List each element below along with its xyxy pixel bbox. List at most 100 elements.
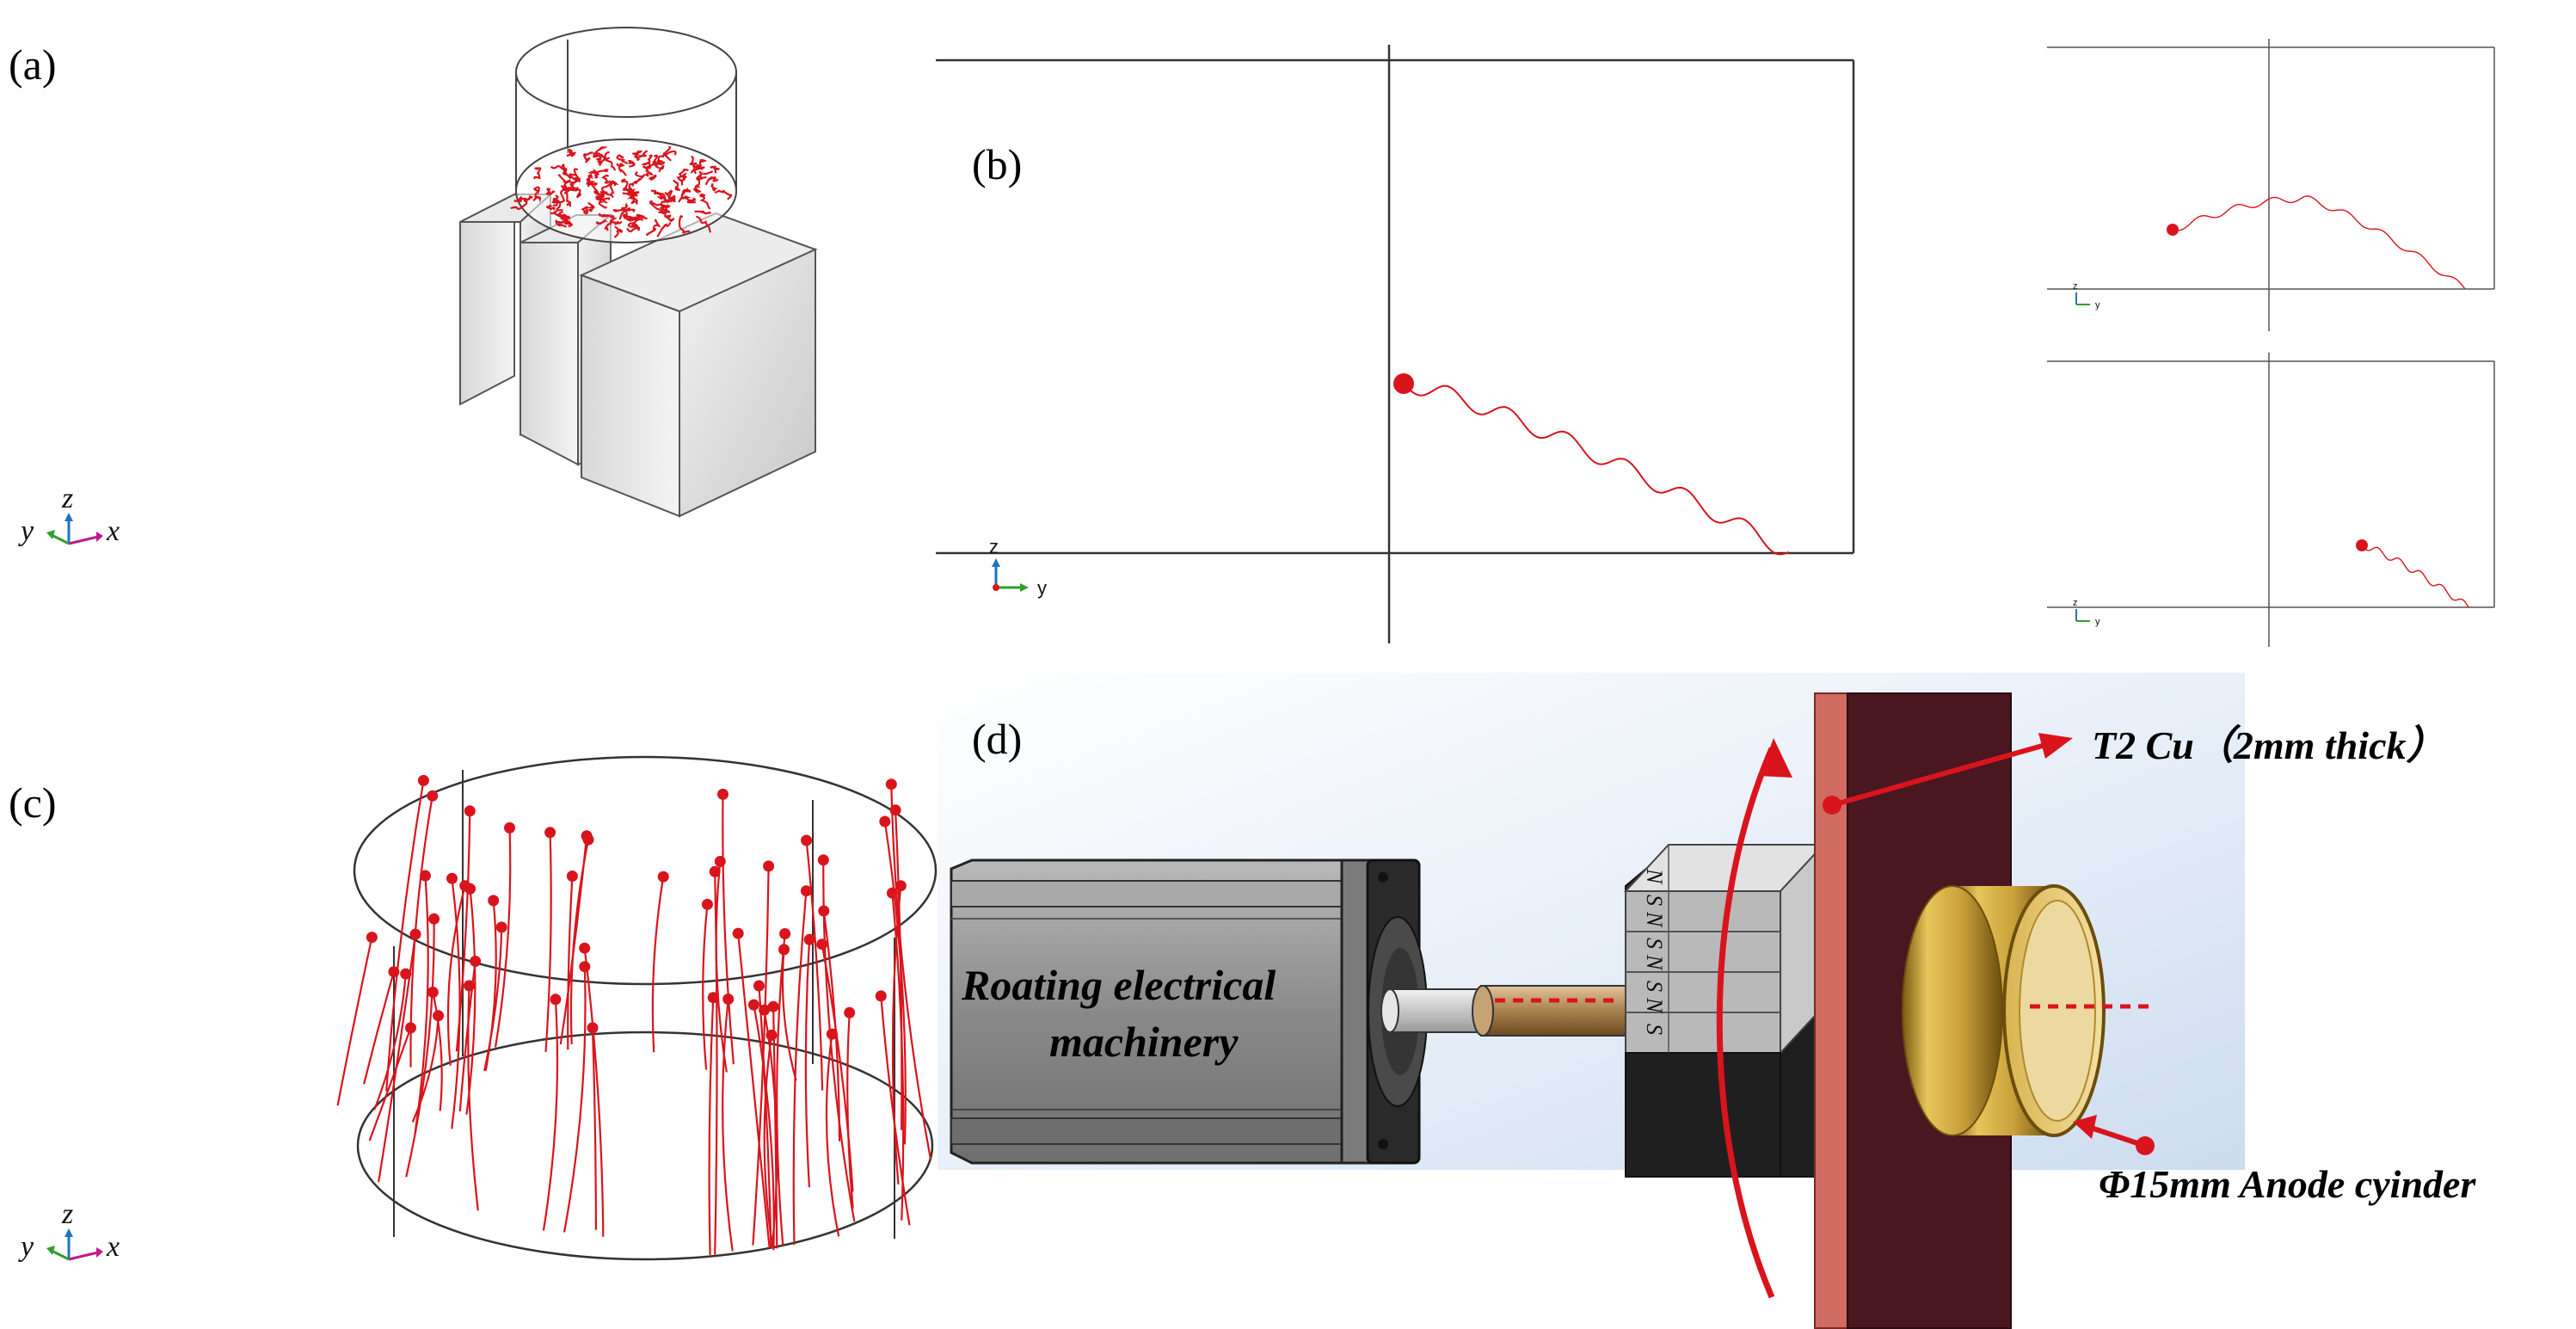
panel-a-trajectories <box>510 145 733 238</box>
panel-c-trajectory <box>714 871 718 1255</box>
panel-c-axis-x: x <box>106 1231 120 1263</box>
panel-c-trajectory <box>563 966 587 1233</box>
panel-b: (b) z y z y <box>936 39 2495 647</box>
panel-label-d: (d) <box>972 715 1022 763</box>
panel-a-trajectory-loop <box>678 215 691 234</box>
panel-a-trajectory-loop <box>557 184 566 204</box>
panel-a-trajectory-loop <box>608 180 619 199</box>
panel-c-trajectory <box>880 995 911 1226</box>
motor: Roating electrical machinery <box>950 858 1428 1165</box>
panel-c-trajectory <box>544 832 552 1052</box>
panel-c-trajectory <box>432 992 443 1111</box>
rotation-arrow <box>1716 747 1775 1299</box>
panel-a-trajectory-loop <box>532 191 542 203</box>
panel-c-trajectory <box>451 878 461 1129</box>
panel-c-trajectory <box>378 933 417 1183</box>
panel-c-trajectory <box>805 840 824 1091</box>
panel-c-trajectory-start-dot <box>895 880 907 892</box>
panel-c-trajectory-start-dot <box>717 788 729 800</box>
panel-c-trajectory-start-dot <box>464 883 476 895</box>
panel-a-trajectory-loop <box>678 188 692 203</box>
magnet-letter-7: N <box>1642 997 1667 1014</box>
panel-c-trajectory <box>763 1035 773 1241</box>
panel-a-trajectory-loop <box>589 181 601 196</box>
panel-a-trajectory-loop <box>664 189 673 204</box>
panel-c-trajectory <box>467 985 479 1211</box>
magnet-letter-2: S <box>1642 895 1667 906</box>
panel-c-trajectory-start-dot <box>579 961 591 973</box>
panel-c-trajectory <box>822 859 856 1222</box>
panel-a-trajectory-loop <box>662 150 677 162</box>
panel-a-trajectory-loop <box>616 163 627 176</box>
panel-c-axis-triad: z y x <box>18 1198 120 1263</box>
panel-a-trajectory-loop <box>546 204 556 211</box>
panel-b-inset-bottom-trajectory <box>2361 545 2469 608</box>
panel-c-trajectory <box>368 1027 412 1141</box>
panel-b-inset-top-axis-triad: z y <box>2073 281 2100 311</box>
magnet-letter-5: N <box>1642 954 1667 971</box>
panel-c-trajectory <box>890 784 932 1161</box>
panel-c-trajectory <box>772 1006 778 1249</box>
panel-c-trajectory-start-dot <box>844 1006 856 1018</box>
panel-a-trajectory-loop <box>566 148 576 157</box>
panel-a-trajectory-loop <box>686 197 697 204</box>
panel-a-trajectory-loop <box>649 200 665 210</box>
panel-c-trajectory <box>821 944 854 1192</box>
panel-c-trajectory <box>737 932 771 1249</box>
panel-c-trajectory-start-dot <box>722 994 735 1005</box>
panel-a-trajectory-loop <box>550 165 568 175</box>
panel-c-trajectory-start-dot <box>400 968 412 980</box>
panel-a-trajectory-loop <box>696 170 703 186</box>
panel-a-trajectory-loop <box>693 164 705 175</box>
panel-c-trajectory-start-dot <box>778 944 790 956</box>
panel-c-trajectory <box>414 875 429 1133</box>
panel-c-trajectory <box>494 828 512 1048</box>
panel-label-a: (a) <box>9 40 57 89</box>
panel-c-trajectory <box>822 910 841 1141</box>
panel-a-trajectory-loop <box>628 160 636 168</box>
copper-plate <box>1814 692 1848 1329</box>
panel-c-trajectory <box>825 1033 840 1237</box>
panel-c-trajectory-start-dot <box>747 999 759 1011</box>
panel-a-trajectory-loop <box>598 212 612 218</box>
magnet-letter-8: S <box>1642 1024 1667 1035</box>
panel-c-trajectory-start-dot <box>732 927 744 939</box>
panel-a-trajectory-loop <box>642 154 659 172</box>
panel-c-trajectory-start-dot <box>464 805 476 817</box>
panel-a-trajectory-loop <box>596 195 608 204</box>
panel-c-trajectory-start-dot <box>433 1010 445 1022</box>
panel-c-trajectory-start-dot <box>801 834 813 846</box>
magnet-letter-3: N <box>1642 911 1667 928</box>
panel-c-trajectory <box>846 1012 854 1209</box>
panel-c-trajectory-start-dot <box>753 980 765 992</box>
panel-a-trajectory-loop <box>616 154 629 165</box>
panel-c-trajectory <box>651 877 665 1053</box>
panel-a-trajectory-loop <box>557 174 576 186</box>
panel-a-trajectory-loop <box>587 202 595 212</box>
panel-c-trajectory <box>363 971 395 1085</box>
panel-c-trajectory <box>752 865 770 1246</box>
panel-b-inset-bottom: z y <box>2047 353 2495 647</box>
panel-a-trajectory-loop <box>626 222 641 233</box>
callout-anode-text: Φ15mm Anode cyinder <box>2099 1162 2476 1206</box>
callout-copper-plate: T2 Cu（2mm thick） <box>1823 723 2445 815</box>
panel-c-trajectory-start-dot <box>446 872 458 884</box>
panel-c-trajectory-start-dot <box>889 804 901 816</box>
panel-c-trajectory-start-dot <box>885 778 897 791</box>
panel-b-inset-top: z y <box>2047 39 2495 331</box>
panel-a-trajectory-loop <box>600 155 617 171</box>
panel-a-trajectory-loop <box>598 197 611 209</box>
panel-c-trajectory <box>583 948 605 1237</box>
panel-c-trajectory <box>465 889 476 1115</box>
panel-b-axis-z: z <box>989 536 999 557</box>
panel-c-axis-z: z <box>61 1198 73 1230</box>
panel-c-trajectory-start-dot <box>495 921 507 933</box>
panel-c-trajectory-start-dot <box>582 834 594 846</box>
panel-c-trajectory <box>385 780 425 1092</box>
panel-a-trajectory-loop <box>645 169 655 177</box>
panel-a-trajectory-loop <box>545 188 556 196</box>
panel-a-trajectory-loop <box>665 214 675 223</box>
panel-c-trajectory-start-dot <box>779 928 791 939</box>
panel-c-trajectory-start-dot <box>709 865 721 877</box>
panel-c-trajectory <box>781 949 797 1081</box>
